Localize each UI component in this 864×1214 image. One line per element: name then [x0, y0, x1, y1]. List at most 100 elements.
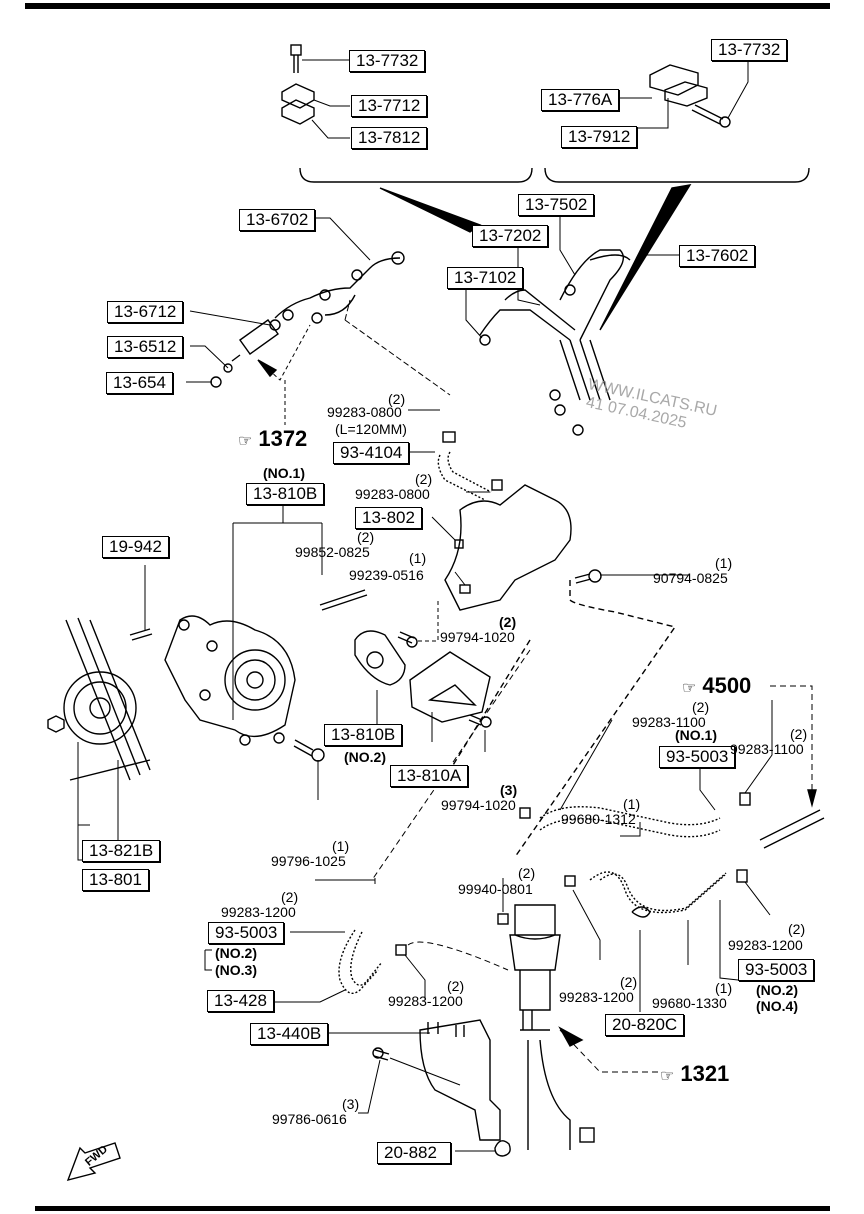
screw-13-7732-right: [691, 104, 731, 128]
injection-pump-bracket: [444, 484, 572, 611]
reference-1321[interactable]: ☞ 1321: [660, 1061, 729, 1087]
part-label-13-802[interactable]: 13-802: [355, 507, 422, 529]
fastener-99283-0800-a[interactable]: 99283-0800: [327, 404, 402, 420]
fuel-filter-assembly: [497, 904, 595, 1150]
part-label-13-821B[interactable]: 13-821B: [82, 840, 161, 862]
fastener-99283-1200-b[interactable]: 99283-1200: [388, 993, 463, 1009]
fastener-qty: (2): [692, 699, 710, 715]
part-label-13-7102[interactable]: 13-7102: [447, 267, 524, 289]
clip-99283-1100-right: [739, 792, 751, 806]
callout-wedge-left: [379, 187, 482, 233]
detail-bracket-right: [544, 167, 810, 183]
part-note-no1: (NO.1): [263, 465, 305, 481]
fastener-qty: (1): [409, 550, 427, 566]
clip-99283-1200-left: [564, 875, 576, 887]
part-label-13-7812[interactable]: 13-7812: [351, 127, 428, 149]
fastener-qty: (1): [332, 838, 350, 854]
part-label-93-5003-no1[interactable]: 93-5003: [659, 746, 736, 768]
reference-number: 1321: [680, 1061, 730, 1086]
fastener-99239-0516[interactable]: 99239-0516: [349, 567, 424, 583]
hose-clip-20-820C: [631, 906, 651, 918]
part-label-93-4104[interactable]: 93-4104: [333, 442, 410, 464]
fastener-qty: (2): [447, 978, 465, 994]
fastener-qty: (1): [715, 980, 733, 996]
part-label-13-7732-right[interactable]: 13-7732: [711, 39, 788, 61]
part-label-13-801[interactable]: 13-801: [82, 869, 149, 891]
fastener-99796-1025[interactable]: 99796-1025: [271, 853, 346, 869]
fastener-99283-1100-a[interactable]: 99283-1100: [632, 714, 706, 730]
callout-wedge-right: [599, 184, 692, 331]
part-note-no1: (NO.1): [675, 727, 717, 743]
pointing-hand-icon: ☞: [660, 1068, 675, 1085]
clamp-13-776A: [649, 64, 708, 107]
fastener-qty: (1): [715, 555, 733, 571]
fastener-99794-1020-b[interactable]: 99794-1020: [441, 797, 516, 813]
fastener-99786-0616[interactable]: 99786-0616: [272, 1111, 347, 1127]
timing-belt-pulley: [47, 617, 151, 781]
fastener-qty: (2): [788, 921, 806, 937]
water-pump-housing: [164, 615, 296, 746]
clamp-13-7712: [281, 83, 315, 125]
part-label-13-810B-no1[interactable]: 13-810B: [246, 483, 325, 505]
fastener-99852-0825[interactable]: 99852-0825: [295, 544, 370, 560]
part-label-13-7602[interactable]: 13-7602: [679, 245, 756, 267]
fastener-qty: (2): [620, 974, 638, 990]
detail-bracket-left: [299, 167, 533, 183]
fastener-qty: (2): [357, 529, 375, 545]
part-label-19-942[interactable]: 19-942: [102, 536, 169, 558]
reference-4500[interactable]: ☞ 4500: [682, 673, 751, 699]
part-label-13-428[interactable]: 13-428: [207, 990, 274, 1012]
hose-13-428: [338, 929, 407, 994]
fastener-99283-1200-a[interactable]: 99283-1200: [221, 904, 296, 920]
bracket-13-810A: [409, 651, 491, 723]
fastener-qty: (2): [499, 614, 517, 630]
part-label-20-820C[interactable]: 20-820C: [605, 1014, 685, 1036]
fastener-99283-0800-b[interactable]: 99283-0800: [355, 486, 430, 502]
part-label-13-7502[interactable]: 13-7502: [518, 194, 595, 216]
hose-99680-1330: [589, 871, 727, 914]
part-label-13-654[interactable]: 13-654: [106, 372, 173, 394]
fastener-qty: (1): [623, 796, 641, 812]
part-label-13-776A[interactable]: 13-776A: [541, 89, 620, 111]
part-label-13-6702[interactable]: 13-6702: [239, 209, 316, 231]
part-label-13-810A[interactable]: 13-810A: [390, 765, 469, 787]
part-label-93-5003-no2-no3[interactable]: 93-5003: [208, 922, 285, 944]
part-label-13-7712[interactable]: 13-7712: [351, 95, 428, 117]
part-note-no2: (NO.2): [756, 982, 798, 998]
part-note-no4: (NO.4): [756, 998, 798, 1014]
part-note-no2: (NO.2): [215, 945, 257, 961]
part-label-13-6512[interactable]: 13-6512: [107, 336, 184, 358]
reference-number: 1372: [258, 426, 308, 451]
part-label-13-810B-no2[interactable]: 13-810B: [324, 724, 403, 746]
part-label-13-6712[interactable]: 13-6712: [107, 301, 184, 323]
part-label-13-440B[interactable]: 13-440B: [250, 1023, 329, 1045]
hose-99680-1330[interactable]: 99680-1330: [652, 995, 727, 1011]
fastener-90794-0825[interactable]: 90794-0825: [653, 570, 728, 586]
bracket-13-810B-no2: [354, 630, 406, 686]
hose-99680-1312[interactable]: 99680-1312: [561, 811, 636, 827]
fastener-qty: (2): [518, 865, 536, 881]
fastener-99794-1020-a[interactable]: 99794-1020: [440, 629, 515, 645]
fastener-99283-1200-c[interactable]: 99283-1200: [559, 989, 634, 1005]
part-label-13-7912[interactable]: 13-7912: [561, 126, 638, 148]
part-label-13-7202[interactable]: 13-7202: [472, 225, 549, 247]
injector-nozzle: [210, 312, 323, 388]
fastener-length-note: (L=120MM): [335, 421, 407, 437]
fastener-qty: (2): [415, 471, 433, 487]
pointing-hand-icon: ☞: [682, 680, 697, 697]
fastener-99940-0801[interactable]: 99940-0801: [458, 881, 533, 897]
fastener-qty: (2): [388, 391, 406, 407]
part-label-13-7732-left[interactable]: 13-7732: [349, 50, 426, 72]
fastener-99283-1200-d[interactable]: 99283-1200: [728, 937, 803, 953]
clip-20-882: [494, 1140, 511, 1157]
fwd-arrow-icon: [66, 1142, 121, 1182]
reference-number: 4500: [702, 673, 752, 698]
fastener-qty: (2): [281, 889, 299, 905]
fastener-qty: (2): [790, 726, 808, 742]
part-label-20-882[interactable]: 20-882: [377, 1142, 451, 1164]
fastener-99283-1100-b[interactable]: 99283-1100: [730, 741, 804, 757]
part-label-93-5003-no2-no4[interactable]: 93-5003: [738, 959, 815, 981]
reference-1372[interactable]: ☞1372: [238, 426, 307, 452]
injection-pipe-13-6702: [274, 251, 405, 321]
